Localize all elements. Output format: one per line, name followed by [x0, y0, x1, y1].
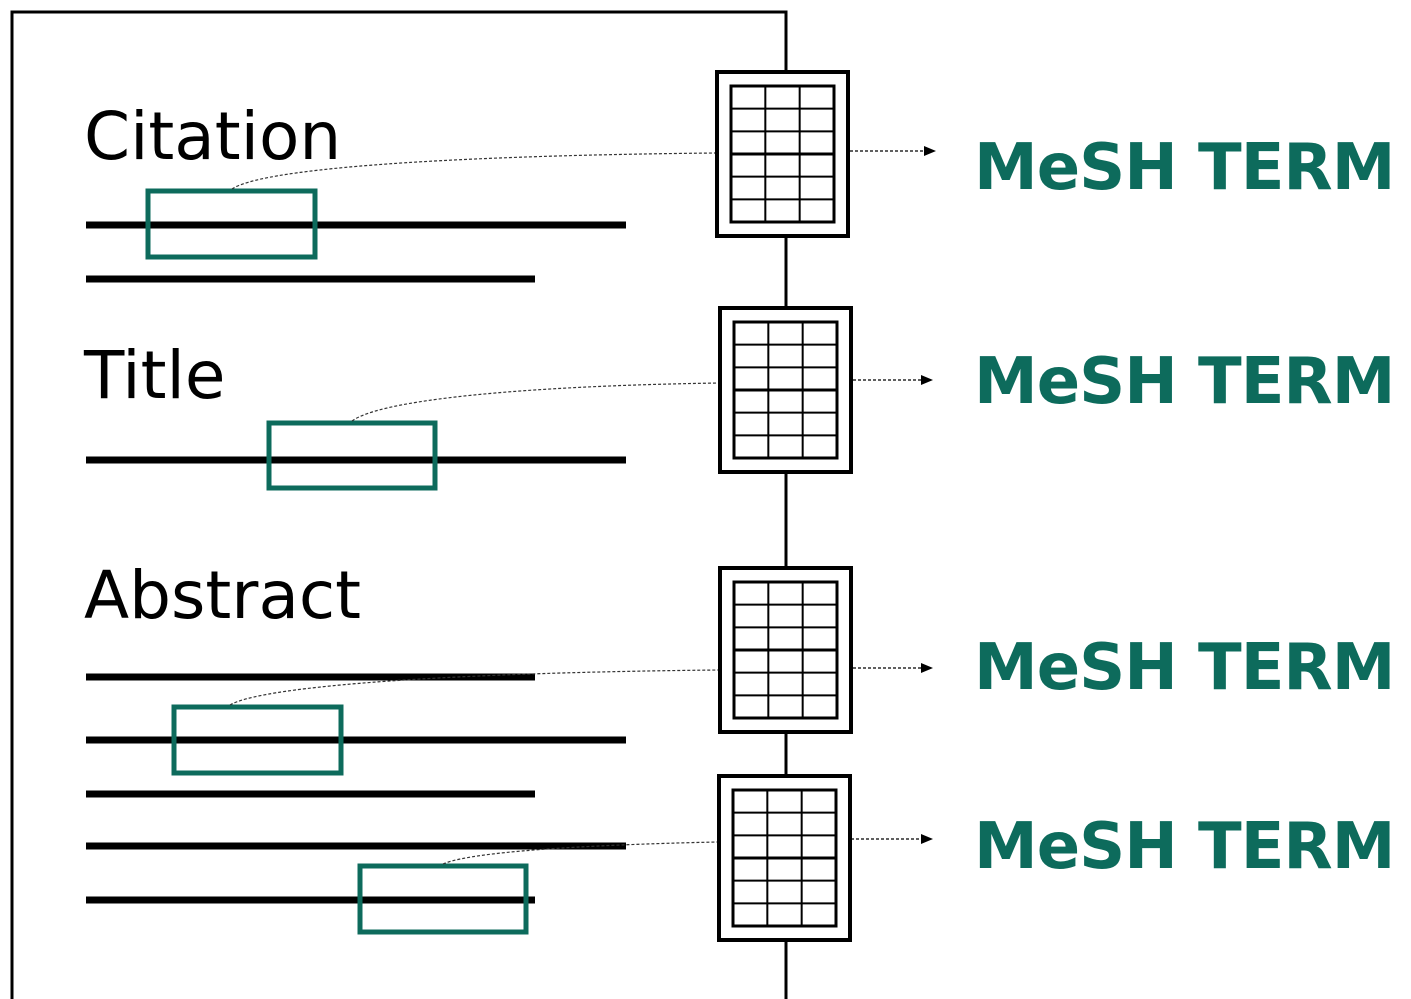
term-highlight-box — [357, 863, 529, 935]
term-connector — [351, 382, 720, 422]
term-highlight-box — [266, 420, 438, 491]
term-connector — [442, 841, 718, 865]
mesh-term-label: MeSH TERM — [974, 810, 1395, 884]
mesh-term-label: MeSH TERM — [974, 345, 1395, 419]
document-table-icon — [718, 566, 853, 734]
term-connector — [229, 669, 720, 706]
term-highlight-box — [145, 188, 318, 260]
document-table-icon — [715, 70, 850, 238]
citation-heading: Citation — [84, 98, 342, 175]
title-heading: Title — [84, 337, 226, 414]
document-table-icon — [718, 306, 853, 474]
document-frame — [10, 10, 788, 999]
term-connector — [231, 152, 717, 190]
term-highlight-box — [171, 704, 344, 776]
mesh-term-label: MeSH TERM — [974, 131, 1395, 205]
document-table-icon — [717, 774, 852, 942]
mesh-term-label: MeSH TERM — [974, 631, 1395, 705]
abstract-heading: Abstract — [84, 557, 362, 634]
